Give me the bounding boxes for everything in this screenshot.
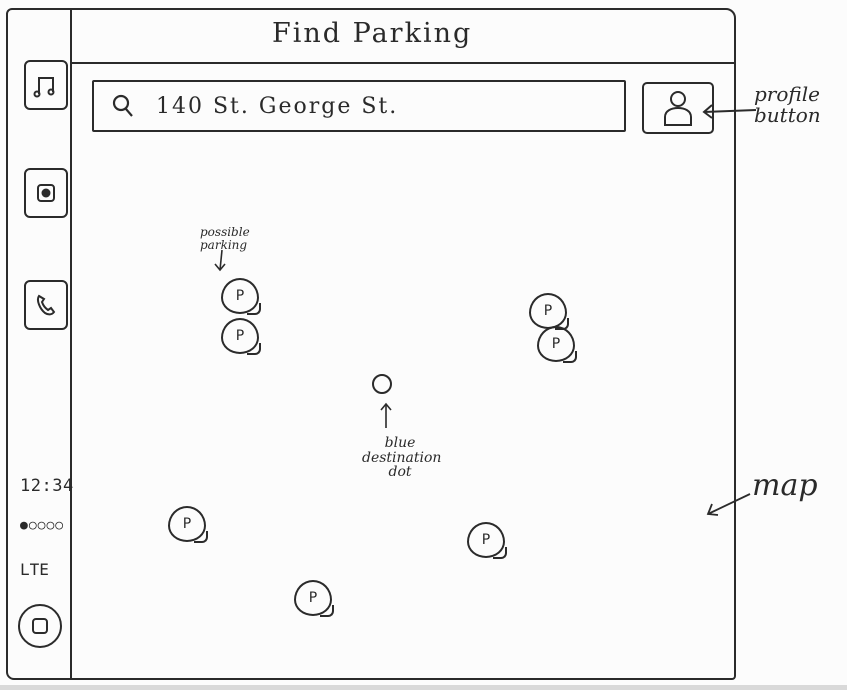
- parking-pin[interactable]: P: [537, 326, 577, 363]
- annotation-possible-parking: possible parking: [200, 225, 250, 252]
- title-bar: Find Parking: [72, 8, 736, 64]
- parking-pin[interactable]: P: [529, 293, 569, 330]
- map-area[interactable]: P P P P P P P: [72, 140, 732, 676]
- parking-pin[interactable]: P: [467, 522, 507, 559]
- device-frame: [6, 8, 736, 680]
- media-icon: [37, 184, 55, 202]
- left-rail: 12:34 ●○○○○ LTE: [6, 8, 74, 680]
- pin-label: P: [308, 590, 318, 606]
- pin-label: P: [481, 532, 491, 548]
- phone-button[interactable]: [24, 280, 68, 330]
- media-button[interactable]: [24, 168, 68, 218]
- home-button[interactable]: [18, 604, 62, 648]
- annotation-map: map: [752, 468, 818, 503]
- pin-label: P: [235, 288, 245, 304]
- annotation-profile-button: profile button: [754, 82, 821, 127]
- arrow-icon: [706, 493, 751, 516]
- music-button[interactable]: [24, 60, 68, 110]
- pin-label: P: [235, 328, 245, 344]
- pin-label: P: [551, 336, 561, 352]
- parking-pin[interactable]: P: [294, 580, 334, 617]
- network-type: LTE: [20, 560, 49, 579]
- page-title: Find Parking: [272, 18, 473, 49]
- parking-pin[interactable]: P: [168, 506, 208, 543]
- arrow-icon: [702, 104, 757, 119]
- bottom-strip: [0, 685, 847, 690]
- phone-icon: [36, 294, 56, 316]
- pin-label: P: [543, 303, 553, 319]
- user-icon: [664, 91, 692, 126]
- home-square-icon: [32, 618, 48, 634]
- music-note-icon: [33, 77, 55, 98]
- signal-strength: ●○○○○: [20, 518, 65, 533]
- search-input[interactable]: [156, 93, 596, 119]
- destination-dot: [372, 374, 392, 394]
- arrow-icon: [214, 249, 226, 272]
- parking-pin[interactable]: P: [221, 278, 261, 315]
- search-bar[interactable]: [92, 80, 626, 132]
- status-time: 12:34: [20, 476, 74, 496]
- arrow-icon: [380, 402, 392, 428]
- parking-pin[interactable]: P: [221, 318, 261, 355]
- search-icon: [112, 94, 133, 117]
- pin-label: P: [182, 516, 192, 532]
- annotation-destination-dot: blue destination dot: [362, 435, 442, 481]
- profile-button[interactable]: [642, 82, 714, 134]
